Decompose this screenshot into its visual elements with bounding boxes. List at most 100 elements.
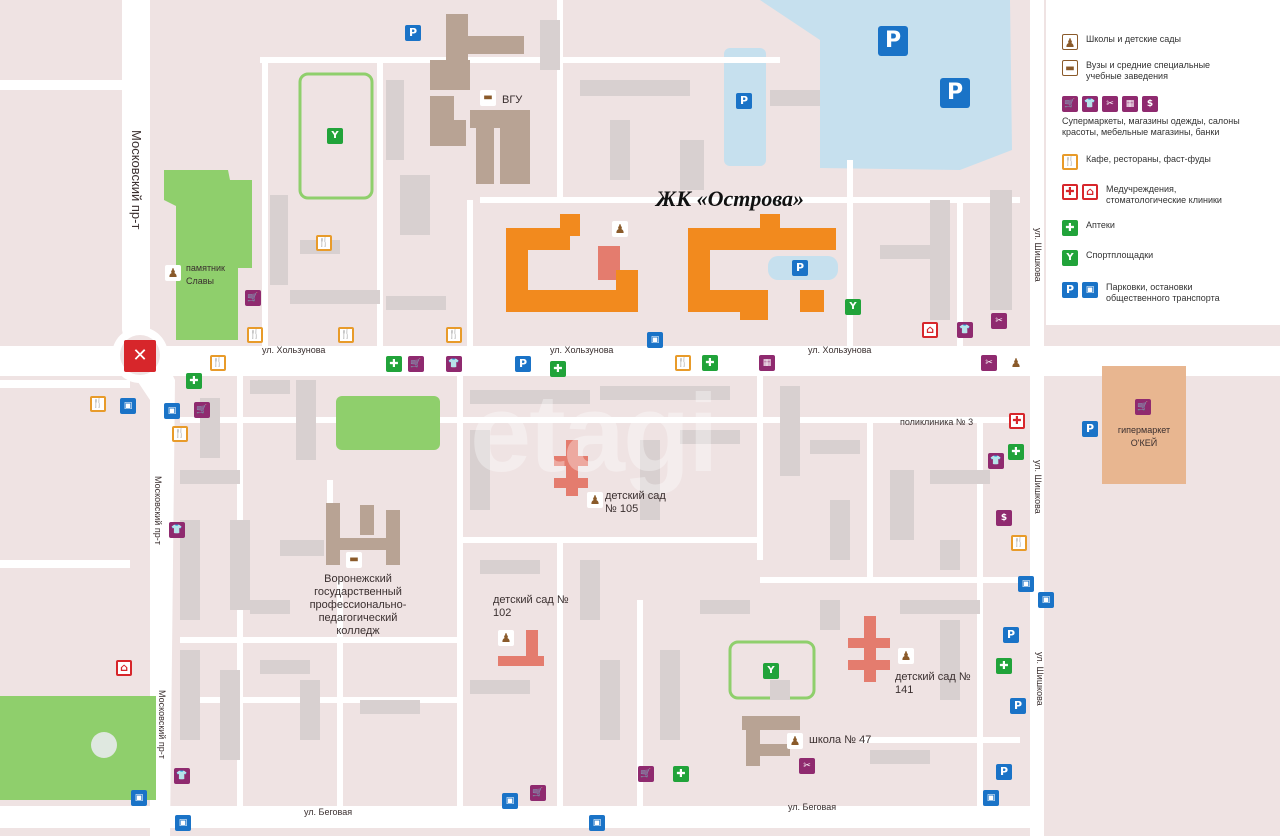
legend-medical: ✚ ⌂ Медучреждения, стоматологические кли… (1062, 184, 1236, 206)
legend-universities-text: Вузы и средние специальные учебные завед… (1086, 60, 1211, 81)
medical-cross-icon: ✚ (1062, 184, 1078, 200)
bus-icon: ▣ (1018, 576, 1034, 592)
bus-icon: ▣ (1082, 282, 1098, 298)
bank-icon: $ (996, 510, 1012, 526)
parking-icon: P (1062, 282, 1078, 298)
sport-icon: Y (845, 299, 861, 315)
scissors-icon: ✂ (1102, 96, 1118, 112)
shirt-icon: 👕 (988, 453, 1004, 469)
pharmacy-icon: ✚ (386, 356, 402, 372)
label-college: Воронежский государственный профессионал… (309, 573, 407, 637)
pharmacy-icon: ✚ (673, 766, 689, 782)
street-begovaya-1: ул. Беговая (304, 807, 353, 817)
shirt-icon: 👕 (1082, 96, 1098, 112)
shirt-icon: 👕 (446, 356, 462, 372)
parking-icon[interactable]: P (1082, 421, 1098, 437)
street-moskovsky-mid: Московский пр-т (153, 476, 163, 545)
legend-transport-text: Парковки, остановки общественного трансп… (1106, 282, 1220, 303)
cafe-icon: 🍴 (247, 327, 263, 343)
university-icon: ▬ (480, 90, 496, 106)
cafe-icon: 🍴 (172, 426, 188, 442)
school-icon: ♟ (498, 630, 514, 646)
school-icon: ♟ (1008, 355, 1024, 371)
cart-icon: 🛒 (530, 785, 546, 801)
legend-universities: ▬ Вузы и средние специальные учебные зав… (1062, 60, 1246, 82)
parking-icon[interactable]: P (1003, 627, 1019, 643)
label-polyclinic: поликлиника № 3 (900, 417, 974, 427)
sport-icon: Y (1062, 250, 1078, 266)
school-icon: ♟ (587, 492, 603, 508)
street-moskovsky-bottom: Московский пр-т (157, 690, 167, 759)
furniture-icon: ▦ (1122, 96, 1138, 112)
cafe-icon: 🍴 (210, 355, 226, 371)
bus-icon: ▣ (175, 815, 191, 831)
parking-icon[interactable]: P (736, 93, 752, 109)
sport-icon: Y (327, 128, 343, 144)
cart-icon: 🛒 (408, 356, 424, 372)
shirt-icon: 👕 (169, 522, 185, 538)
legend-transport: P ▣ Парковки, остановки общественного тр… (1062, 282, 1236, 304)
cart-icon: 🛒 (1135, 399, 1151, 415)
cafe-icon: 🍴 (446, 327, 462, 343)
street-begovaya-2: ул. Беговая (788, 802, 837, 812)
bus-icon: ▣ (131, 790, 147, 806)
legend-shops: 🛒 👕 ✂ ▦ $ Супермаркеты, магазины одежды,… (1062, 96, 1262, 138)
school-icon: ♟ (898, 648, 914, 664)
legend-shops-text: Супермаркеты, магазины одежды, салоны кр… (1062, 116, 1240, 137)
cafe-icon: 🍴 (1011, 535, 1027, 551)
legend-schools: ♟ Школы и детские сады (1062, 34, 1246, 50)
parking-icon[interactable]: P (878, 26, 908, 56)
legend-sport-text: Спортплощадки (1086, 250, 1154, 260)
parking-icon[interactable]: P (1010, 698, 1026, 714)
tooth-icon: ⌂ (1082, 184, 1098, 200)
bus-icon: ▣ (502, 793, 518, 809)
cart-icon: 🛒 (638, 766, 654, 782)
roundabout-icon: ✕ (124, 340, 156, 372)
complex-title: ЖК «Острова» (656, 186, 805, 211)
bus-icon: ▣ (983, 790, 999, 806)
cafe-icon: 🍴 (90, 396, 106, 412)
parking-icon[interactable]: P (996, 764, 1012, 780)
bus-icon: ▣ (120, 398, 136, 414)
legend-pharmacy: ✚ Аптеки (1062, 220, 1246, 236)
bus-icon: ▣ (647, 332, 663, 348)
tooth-icon: ⌂ (116, 660, 132, 676)
scissors-icon: ✂ (799, 758, 815, 774)
legend-cafes-text: Кафе, рестораны, фаст-фуды (1086, 154, 1211, 164)
label-monument: памятник Славы (186, 263, 225, 286)
street-holzunova-3: ул. Хользунова (808, 345, 872, 355)
university-icon: ▬ (346, 552, 362, 568)
parking-icon[interactable]: P (792, 260, 808, 276)
cafe-icon: 🍴 (675, 355, 691, 371)
university-icon: ▬ (1062, 60, 1078, 76)
pharmacy-icon: ✚ (702, 355, 718, 371)
sport-icon: Y (763, 663, 779, 679)
pharmacy-icon: ✚ (996, 658, 1012, 674)
pharmacy-icon: ✚ (1008, 444, 1024, 460)
parking-icon[interactable]: P (405, 25, 421, 41)
street-shishkova-1: ул. Шишкова (1033, 228, 1043, 282)
scissors-icon: ✂ (981, 355, 997, 371)
shirt-icon: 👕 (957, 322, 973, 338)
pharmacy-icon: ✚ (550, 361, 566, 377)
legend-panel: ♟ Школы и детские сады ▬ Вузы и средние … (1046, 0, 1280, 325)
monument-icon: ♟ (165, 265, 181, 281)
furniture-icon: ▦ (759, 355, 775, 371)
cafe-icon: 🍴 (1062, 154, 1078, 170)
cafe-icon: 🍴 (316, 235, 332, 251)
street-holzunova-2: ул. Хользунова (550, 345, 614, 355)
label-okey: гипермаркет О'КЕЙ (1117, 425, 1171, 448)
street-shishkova-3: ул. Шишкова (1035, 652, 1045, 706)
school-icon: ♟ (787, 733, 803, 749)
legend-schools-text: Школы и детские сады (1086, 34, 1182, 44)
parking-icon[interactable]: P (940, 78, 970, 108)
street-shishkova-2: ул. Шишкова (1033, 460, 1043, 514)
parking-icon[interactable]: P (515, 356, 531, 372)
school-icon: ♟ (612, 221, 628, 237)
scissors-icon: ✂ (991, 313, 1007, 329)
pharmacy-icon: ✚ (186, 373, 202, 389)
legend-cafes: 🍴 Кафе, рестораны, фаст-фуды (1062, 154, 1246, 170)
label-kg141: детский сад № 141 (895, 671, 971, 696)
bus-icon: ▣ (1038, 592, 1054, 608)
